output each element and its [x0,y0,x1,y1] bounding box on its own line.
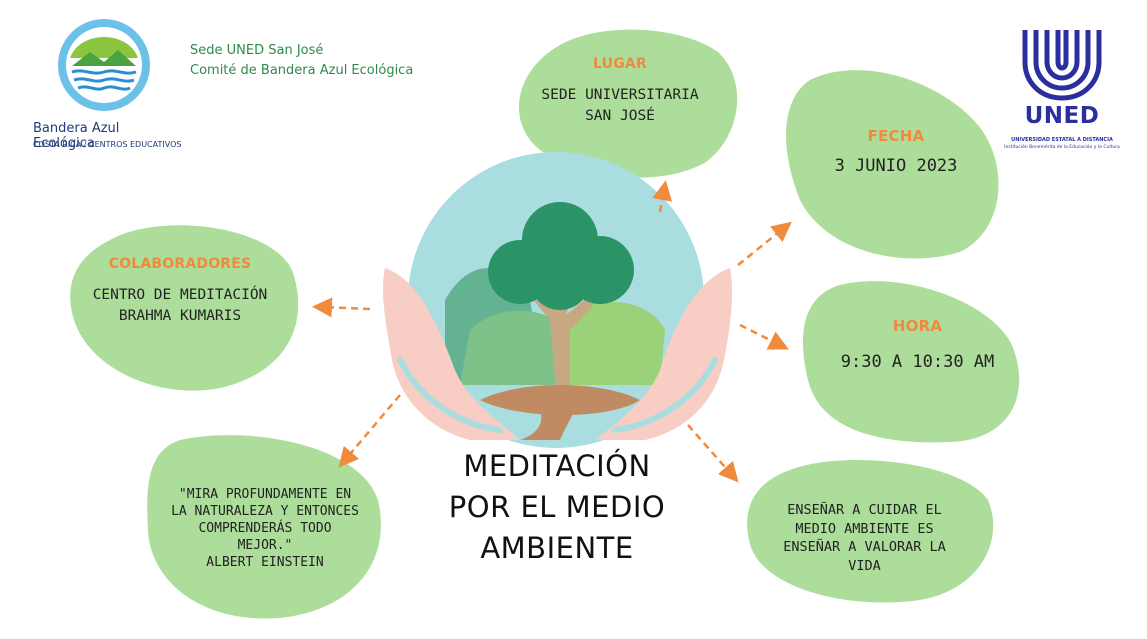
uned-logo-line2: Institución Benemérita de la Educación y… [1004,145,1120,150]
dashed-arrow-icon [312,180,792,483]
quote-blob [147,435,381,619]
fecha-card: FECHA 3 JUNIO 2023 [806,127,986,176]
uned-logo-line1: UNIVERSIDAD ESTATAL A DISTANCIA [1011,137,1113,143]
main-title-line-1: MEDITACIÓN [463,449,651,483]
main-title: MEDITACIÓN POR EL MEDIO AMBIENTE [412,446,702,569]
sede-line-2: Comité de Bandera Azul Ecológica [190,63,414,78]
quote-line-3: COMPRENDERÁS TODO [198,521,332,536]
hands-holding-earth-tree-icon [382,152,732,448]
hora-heading: HORA [892,317,943,335]
lugar-heading: LUGAR [593,56,647,72]
bandera-azul-logo-name: Bandera Azul Ecológica [33,121,120,151]
objetivo-line-2: MEDIO AMBIENTE ES [795,520,934,537]
fecha-heading: FECHA [867,127,925,145]
bandera-azul-logo-subtitle: COSTA RICA / CENTROS EDUCATIVOS [33,140,182,149]
fecha-value: 3 JUNIO 2023 [834,156,958,176]
fecha-blob [786,70,999,259]
hora-value: 9:30 A 10:30 AM [840,352,995,372]
quote-line-4: MEJOR." [237,538,293,553]
colaboradores-line-1: CENTRO DE MEDITACIÓN [92,287,268,303]
uned-logo-name: UNED [1024,103,1100,129]
hora-blob [802,281,1020,443]
hora-card: HORA 9:30 A 10:30 AM [820,317,1015,372]
colaboradores-line-2: BRAHMA KUMARIS [118,308,242,324]
quote-line-2: LA NATURALEZA Y ENTONCES [171,504,359,519]
bandera-azul-logo-graphic [58,19,150,111]
objetivo-line-4: VIDA [848,557,881,574]
lugar-card: LUGAR SEDE UNIVERSITARIA SAN JOSÉ [530,56,710,127]
lugar-line-2: SAN JOSÉ [585,108,655,124]
lugar-blob [518,29,738,178]
main-title-line-3: AMBIENTE [480,531,634,565]
quote-card: "MIRA PROFUNDAMENTE EN LA NATURALEZA Y E… [150,486,380,571]
lugar-line-1: SEDE UNIVERSITARIA [541,87,699,103]
quote-line-1: "MIRA PROFUNDAMENTE EN [178,487,352,502]
sede-header: Sede UNED San José Comité de Bandera Azu… [190,41,413,81]
colaboradores-blob [70,225,299,391]
objetivo-blob [747,460,994,603]
colaboradores-card: COLABORADORES CENTRO DE MEDITACIÓN BRAHM… [70,256,290,327]
objetivo-card: ENSEÑAR A CUIDAR EL MEDIO AMBIENTE ES EN… [752,501,977,575]
sede-line-1: Sede UNED San José [190,43,324,58]
objetivo-line-3: ENSEÑAR A VALORAR LA [783,539,946,555]
uned-logo-graphic [1022,30,1102,101]
colaboradores-heading: COLABORADORES [108,256,252,272]
quote-author: ALBERT EINSTEIN [206,555,324,570]
main-title-line-2: POR EL MEDIO [448,490,666,524]
objetivo-line-1: ENSEÑAR A CUIDAR EL [787,502,942,518]
